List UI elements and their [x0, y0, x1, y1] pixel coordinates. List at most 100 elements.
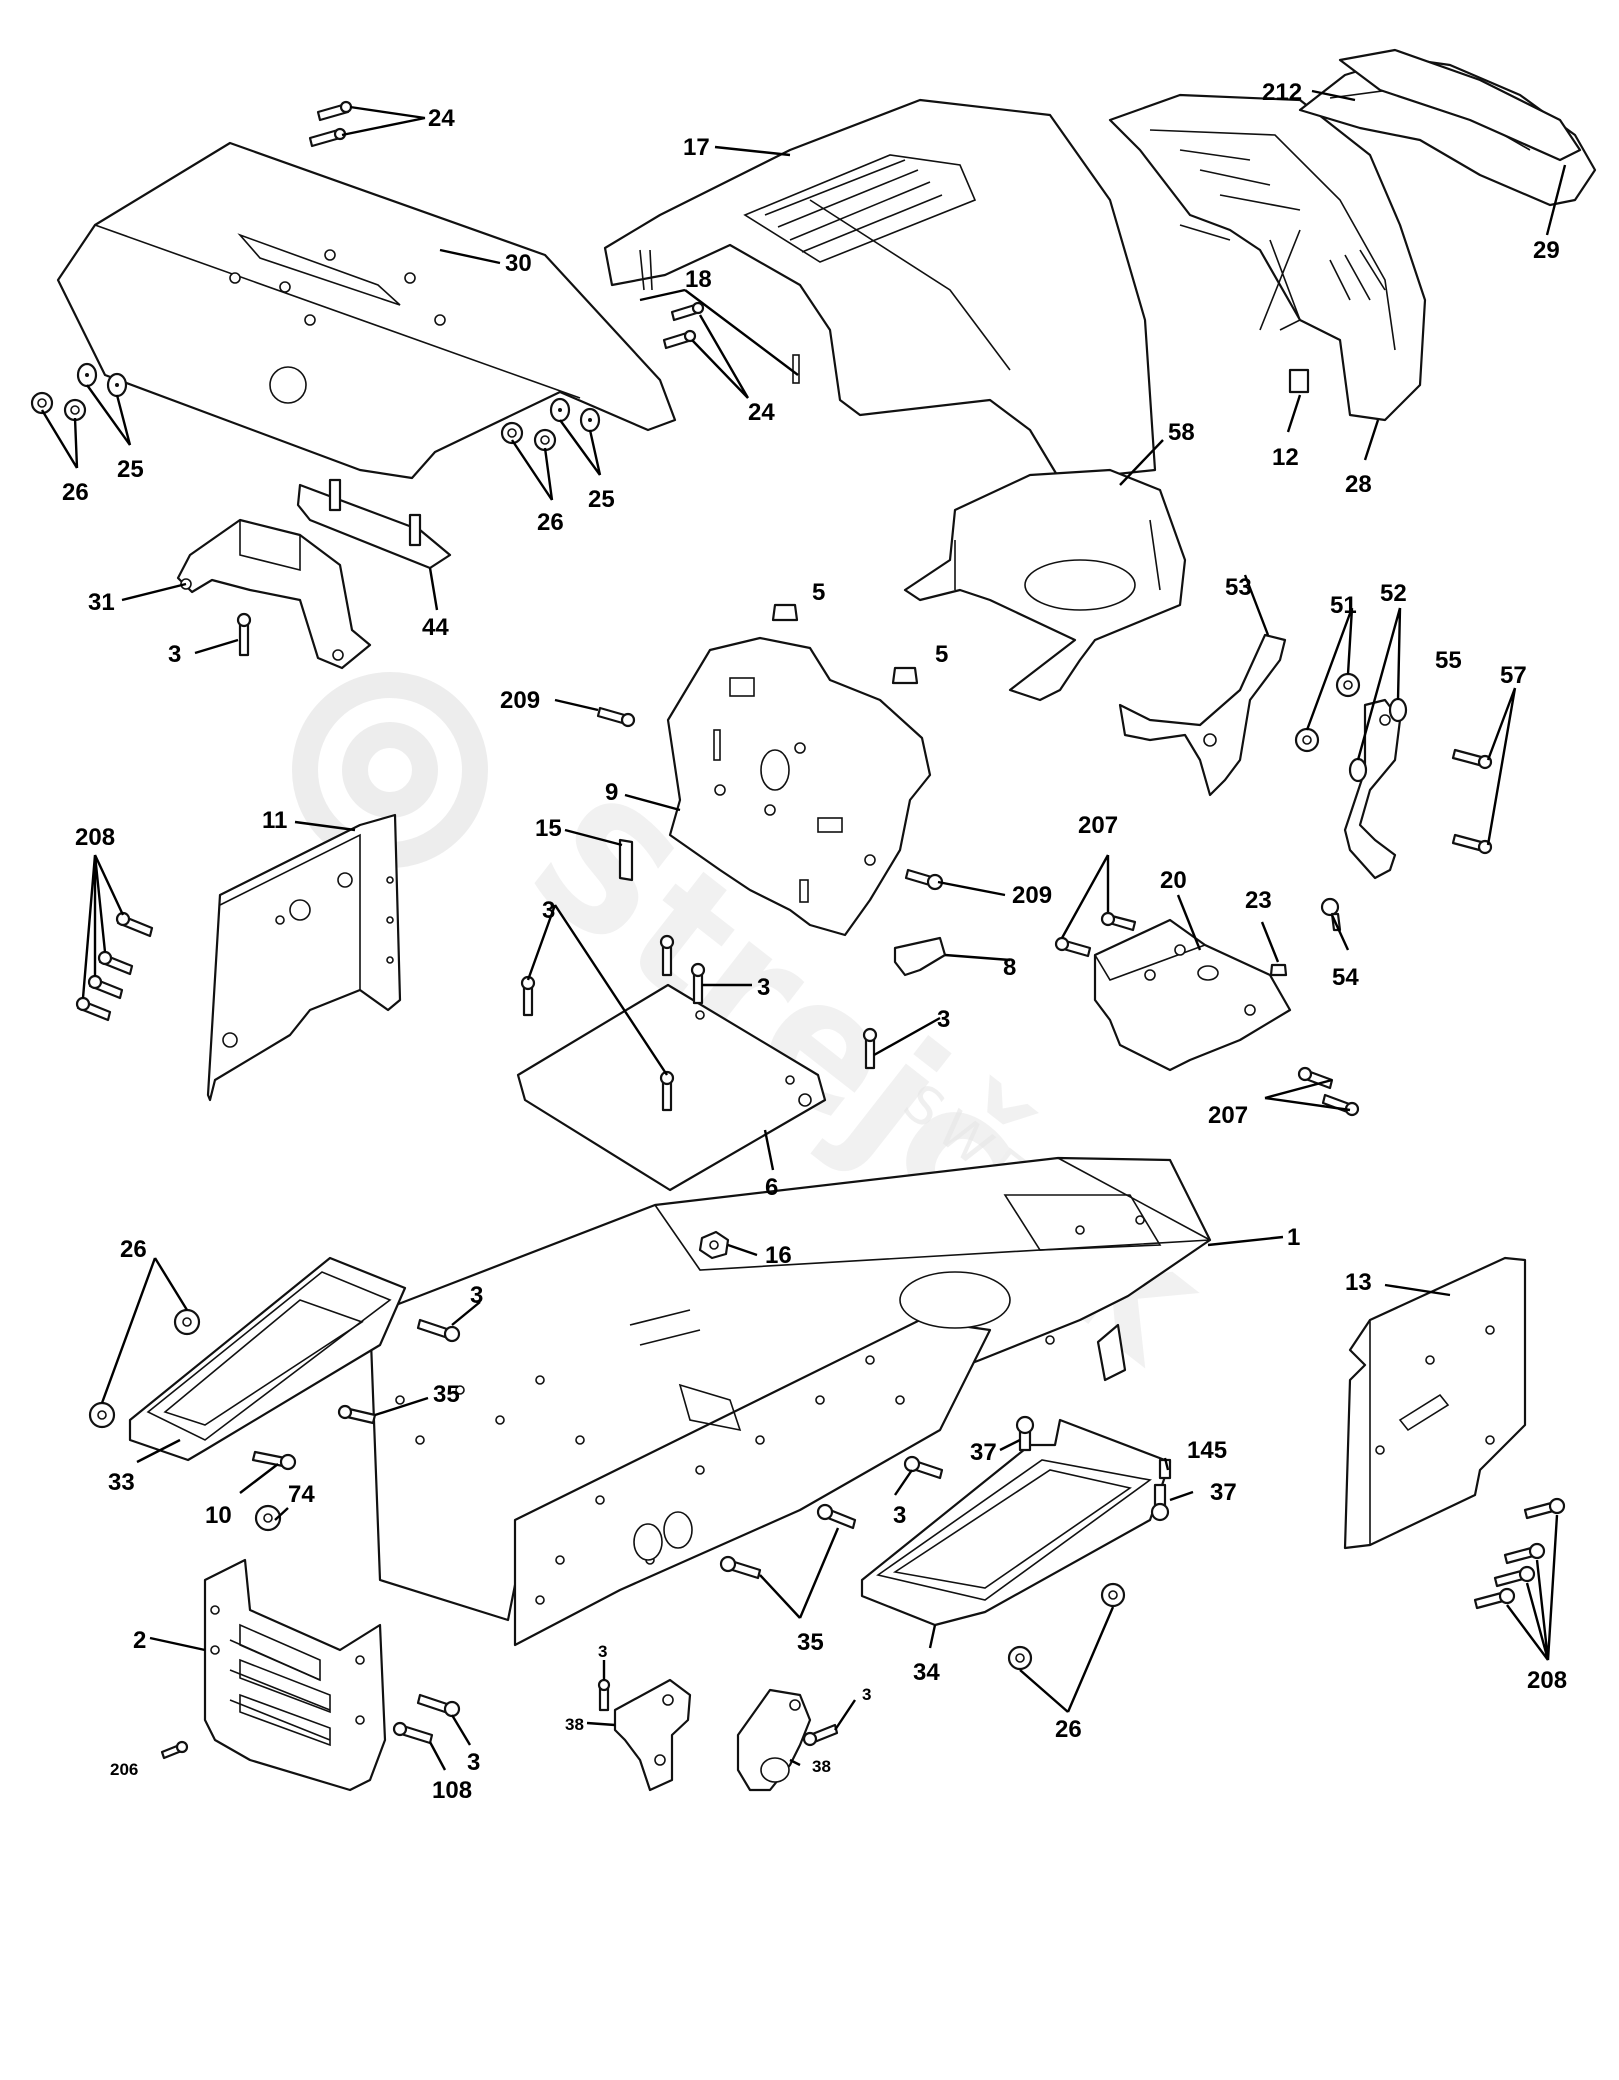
bolt-208d-icon — [75, 996, 112, 1022]
label-212: 212 — [1262, 79, 1302, 106]
bolt-208b-icon — [97, 950, 134, 976]
screw-206-icon — [160, 1740, 189, 1760]
label-12: 12 — [1272, 444, 1299, 471]
label-207: 207 — [1208, 1102, 1248, 1129]
label-35: 35 — [433, 1381, 460, 1408]
nut-51b-icon — [1294, 727, 1320, 753]
label-17: 17 — [683, 134, 710, 161]
bolt-3i-icon — [597, 1678, 611, 1712]
bolt-207a-icon — [1100, 911, 1137, 932]
bolt-57a-icon — [1451, 748, 1493, 770]
bolt-208a-icon — [115, 911, 154, 938]
bolt-35a-icon — [337, 1404, 377, 1425]
label-55: 55 — [1435, 647, 1462, 674]
bolt-207d-icon — [1321, 1093, 1360, 1117]
bolt-208h-icon — [1473, 1587, 1516, 1610]
label-3: 3 — [757, 974, 770, 1001]
label-108: 108 — [432, 1777, 472, 1804]
label-13: 13 — [1345, 1269, 1372, 1296]
bolt-209a-icon — [596, 706, 636, 728]
part-38-bracket-left — [613, 1678, 692, 1792]
label-57: 57 — [1500, 662, 1527, 689]
part-55-bracket — [1343, 698, 1402, 880]
nut-74-icon — [254, 1504, 282, 1532]
label-1: 1 — [1287, 1224, 1300, 1251]
nut-23-icon — [1269, 963, 1288, 977]
nut-26g-icon — [1100, 1582, 1126, 1608]
nut-26f-icon — [88, 1401, 116, 1429]
part-11-side-plate — [206, 813, 402, 1102]
label-5: 5 — [812, 579, 825, 606]
label-15: 15 — [535, 815, 562, 842]
callout-labels: 24 17 212 29 30 18 24 26 25 26 25 12 28 … — [62, 79, 1567, 1804]
bolt-208f-icon — [1503, 1542, 1546, 1565]
bolt-37b-icon — [1150, 1483, 1170, 1522]
bolt-35c-icon — [816, 1503, 857, 1530]
label-28: 28 — [1345, 471, 1372, 498]
bolt-3f-icon — [862, 1027, 878, 1070]
label-74: 74 — [288, 1481, 315, 1508]
part-212-grille — [1108, 48, 1597, 422]
label-51: 51 — [1330, 592, 1357, 619]
nut-26c-icon — [500, 421, 524, 445]
label-25: 25 — [588, 486, 615, 513]
nut-26e-icon — [173, 1308, 201, 1336]
washer-25a-icon — [76, 362, 98, 388]
washer-25c-icon — [549, 397, 571, 423]
part-58-dash — [903, 468, 1187, 702]
washer-52b-icon — [1348, 757, 1368, 783]
nut-5a-icon — [771, 603, 799, 622]
label-25: 25 — [117, 456, 144, 483]
label-24: 24 — [748, 399, 775, 426]
part-31-bracket — [176, 518, 372, 670]
bolt-3a-icon — [236, 612, 252, 657]
part-17-hood — [603, 98, 1157, 482]
label-29: 29 — [1533, 237, 1560, 264]
hardware — [30, 100, 1566, 1760]
bolt-10-icon — [251, 1450, 297, 1471]
label-3: 3 — [542, 897, 555, 924]
bolt-37a-icon — [1015, 1415, 1035, 1452]
label-24: 24 — [428, 105, 455, 132]
nut-26b-icon — [63, 398, 87, 422]
part-53-bracket — [1118, 633, 1287, 797]
watermark-logo-inner-icon — [342, 722, 438, 818]
label-33: 33 — [108, 1469, 135, 1496]
bolt-24d-icon — [662, 329, 697, 350]
label-44: 44 — [422, 614, 449, 641]
label-3: 3 — [598, 1642, 607, 1661]
label-3: 3 — [168, 641, 181, 668]
label-26: 26 — [1055, 1716, 1082, 1743]
label-6: 6 — [765, 1174, 778, 1201]
label-38: 38 — [812, 1757, 831, 1776]
bolt-3e-icon — [659, 1070, 675, 1112]
nut-26a-icon — [30, 391, 54, 415]
bolt-208g-icon — [1493, 1565, 1536, 1588]
part-2-rear-plate — [203, 1558, 387, 1792]
label-3: 3 — [862, 1685, 871, 1704]
part-20-bracket — [1093, 918, 1292, 1072]
bolt-208e-icon — [1523, 1497, 1566, 1520]
label-208: 208 — [1527, 1667, 1567, 1694]
label-52: 52 — [1380, 580, 1407, 607]
label-54: 54 — [1332, 964, 1359, 991]
washer-25d-icon — [579, 407, 601, 433]
label-5: 5 — [935, 641, 948, 668]
nut-16-icon — [698, 1230, 730, 1260]
bolt-57b-icon — [1451, 833, 1493, 855]
part-1-frame — [368, 1156, 1212, 1647]
bolt-3c-icon — [659, 934, 675, 977]
bolt-207c-icon — [1297, 1066, 1334, 1090]
label-26: 26 — [62, 479, 89, 506]
label-26: 26 — [120, 1236, 147, 1263]
label-2: 2 — [133, 1627, 146, 1654]
washer-52a-icon — [1388, 697, 1408, 723]
label-3: 3 — [470, 1282, 483, 1309]
nut-26h-icon — [1007, 1645, 1033, 1671]
washer-25b-icon — [106, 372, 128, 398]
label-53: 53 — [1225, 574, 1252, 601]
label-37: 37 — [970, 1439, 997, 1466]
bolt-108-icon — [392, 1721, 434, 1745]
label-38: 38 — [565, 1715, 584, 1734]
